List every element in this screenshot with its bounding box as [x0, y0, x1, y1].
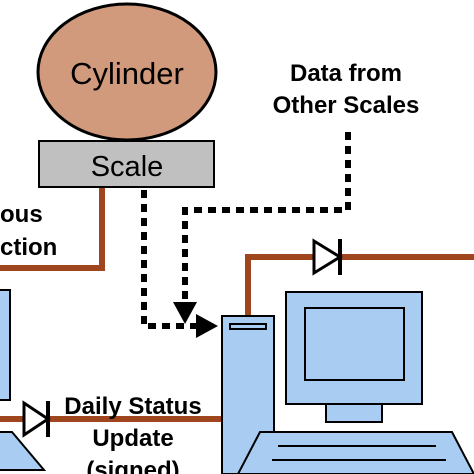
arrowhead-scale — [196, 314, 218, 338]
wire-computer-right — [245, 254, 474, 318]
daily-status-line2: Update — [92, 425, 173, 452]
diode-top-icon — [312, 238, 343, 276]
scale-label: Scale — [91, 151, 164, 183]
other-scales-line1: Data from — [290, 60, 402, 87]
diode-bottom-icon — [22, 400, 51, 438]
left-computer-icon — [0, 289, 47, 471]
cylinder-label: Cylinder — [70, 56, 184, 91]
computer-keyboard-icon — [236, 431, 474, 474]
scale-box — [38, 140, 215, 188]
arrow-scale-to-computer — [141, 190, 198, 329]
daily-status-line3: (signed) — [86, 457, 179, 474]
wire-scale-to-left — [0, 188, 105, 271]
other-scales-line2: Other Scales — [273, 92, 420, 119]
left-label-line2: ction — [0, 234, 57, 261]
computer-monitor-icon — [285, 291, 423, 423]
left-label-line1: ous — [0, 201, 43, 228]
arrow-other-scales — [182, 132, 351, 302]
arrowhead-other-scales — [173, 302, 197, 324]
daily-status-line1: Daily Status — [64, 393, 201, 420]
